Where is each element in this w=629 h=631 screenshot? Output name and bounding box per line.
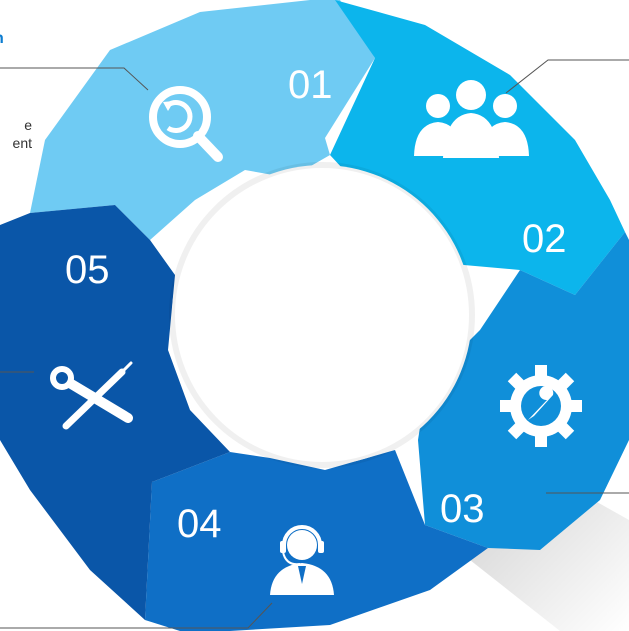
center-shadow: [169, 162, 475, 468]
segment-number-03: 03: [440, 487, 485, 531]
center-circle: [172, 165, 472, 465]
gear-wrench-icon: [500, 365, 582, 447]
headset-agent-icon: [270, 525, 334, 595]
search-refresh-icon: [149, 86, 223, 162]
people-group-icon: [414, 80, 529, 158]
segment-number-02: 02: [522, 217, 567, 261]
segment-number-04: 04: [177, 502, 222, 546]
tools-crossed-icon: [50, 361, 133, 430]
description-line-2: ent: [12, 135, 32, 151]
leader-line-04: [0, 602, 273, 629]
segment-number-05: 05: [65, 248, 110, 292]
segment-04: [145, 450, 488, 631]
leader-lines: [0, 59, 629, 629]
cropped-title: n: [0, 30, 4, 48]
segment-number-01: 01: [288, 63, 333, 107]
segment-01: [30, 0, 375, 240]
cropped-description: e ent: [0, 116, 32, 152]
leader-line-01: [0, 67, 149, 91]
leader-line-02: [505, 59, 629, 94]
description-line-1: e: [24, 117, 32, 133]
